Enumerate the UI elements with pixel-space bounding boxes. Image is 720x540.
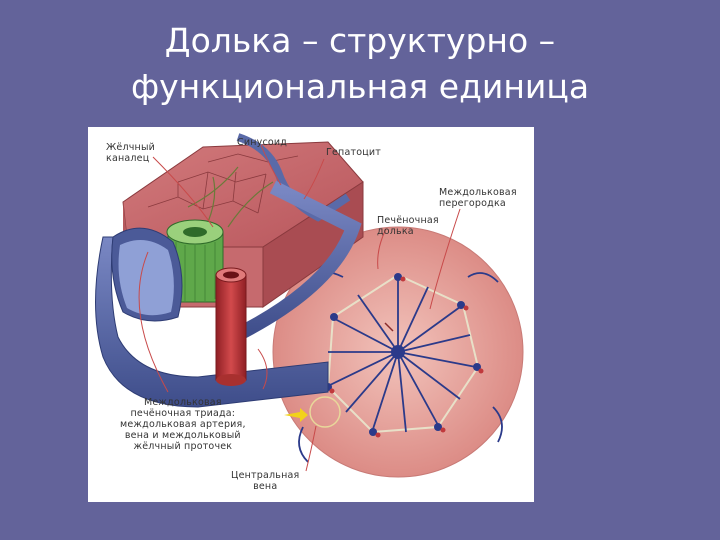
label-portal-triad: Междольковая печёночная триада: междольк… — [120, 397, 246, 452]
label-central-vein: Центральная вена — [231, 470, 300, 492]
label-sinusoid: Синусоид — [237, 137, 288, 148]
liver-illustration — [95, 133, 524, 478]
title-line-1: Долька – структурно – — [164, 21, 556, 60]
label-hepatic-lobule: Печёночная долька — [377, 215, 439, 237]
sinusoid-radials — [298, 271, 503, 463]
title-line-2: функциональная единица — [130, 67, 590, 106]
slide-title: Долька – структурно – функциональная еди… — [0, 18, 720, 110]
central-vein-dot — [391, 345, 405, 359]
hepatic-lobule-cross-section — [272, 226, 524, 478]
interlobular-artery — [215, 267, 247, 386]
yellow-arrow-icon — [284, 408, 308, 422]
label-bile-canaliculus: Жёлчный каналец — [106, 142, 156, 164]
leader-lines — [138, 144, 461, 472]
liver-lobule-figure: Жёлчный каналец Синусоид Гепатоцит Междо… — [88, 127, 534, 502]
label-hepatocyte: Гепатоцит — [326, 147, 381, 158]
label-interlobular-septum: Междольковая перегородка — [439, 187, 517, 209]
triad-highlight-circle — [309, 396, 341, 428]
interlobular-vein — [95, 227, 329, 408]
